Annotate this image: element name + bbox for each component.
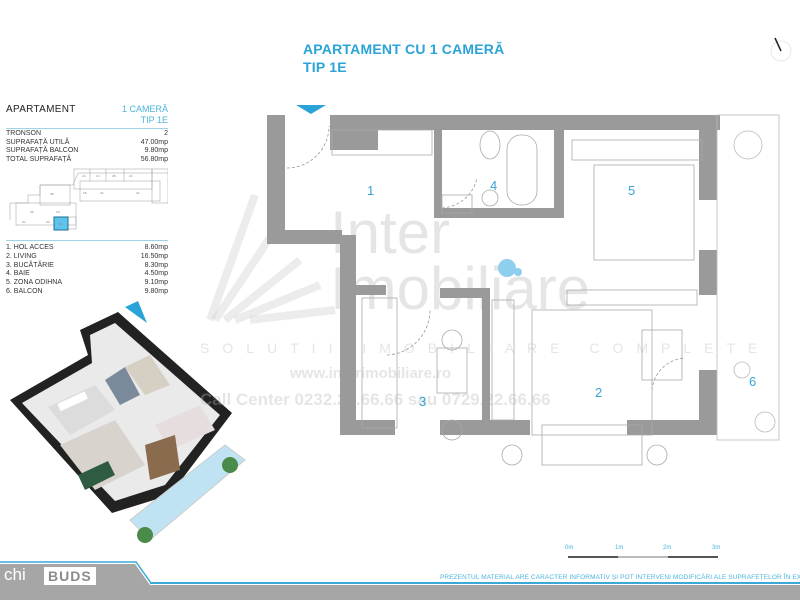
divider (6, 240, 168, 241)
svg-text:2A: 2A (82, 174, 86, 178)
svg-text:2C: 2C (129, 174, 134, 178)
north-arrow-icon (770, 37, 792, 62)
type-line-2: TIP 1E (140, 115, 168, 125)
building-key-plan: 2A 1C 2B 2C 1B 3A 3A 3B 2E 1D 3C 2D 1E (9, 168, 168, 231)
logo-prefix: chi (4, 565, 26, 584)
svg-text:2D: 2D (46, 220, 51, 224)
room-label-6: 6 (749, 374, 756, 389)
room-label-1: 1 (367, 183, 374, 198)
svg-text:3A: 3A (136, 191, 140, 195)
svg-text:1B: 1B (83, 191, 87, 195)
scale-bar: 0m 1m 2m 3m (560, 545, 740, 565)
room-label-4: 4 (490, 178, 497, 193)
svg-text:1E: 1E (59, 222, 63, 226)
svg-text:1D: 1D (56, 210, 61, 214)
logo-brand: BUDS (44, 567, 96, 585)
watermark-website: www.interimobiliare.ro (290, 365, 452, 382)
apartment-3d-render (10, 301, 246, 543)
watermark-phone: Call Center 0232.22.66.66 sau 0729.22.66… (200, 390, 551, 409)
svg-text:2E: 2E (30, 210, 34, 214)
plan-title: APARTAMENT CU 1 CAMERĂ TIP 1E (303, 40, 504, 76)
svg-text:1C: 1C (96, 174, 101, 178)
svg-text:3C: 3C (22, 220, 27, 224)
entry-marker-icon (296, 105, 326, 114)
floor-plan: 1 4 5 3 2 6 (267, 105, 780, 466)
disclaimer-text: PREZENTUL MATERIAL ARE CARACTER INFORMAT… (440, 574, 800, 581)
footer-accent-line (150, 582, 800, 584)
title-line-1: APARTAMENT CU 1 CAMERĂ (303, 41, 505, 57)
watermark-logo-icon (206, 193, 336, 324)
svg-text:3B: 3B (50, 192, 54, 196)
footer-bar (0, 585, 800, 600)
room-label-5: 5 (628, 183, 635, 198)
svg-text:3A: 3A (100, 191, 104, 195)
apartment-type: 1 CAMERĂ TIP 1E (122, 104, 168, 126)
room-label-2: 2 (595, 385, 602, 400)
room-label-3: 3 (419, 394, 426, 409)
type-line-1: 1 CAMERĂ (121, 104, 168, 114)
watermark-tagline: SOLUTII IMOBILIARE COMPLETE (200, 340, 771, 356)
person-icon (498, 259, 522, 277)
apartment-label: APARTAMENT (6, 104, 76, 115)
entry-marker-icon (125, 301, 147, 323)
svg-text:2B: 2B (112, 174, 116, 178)
title-line-2: TIP 1E (303, 59, 347, 75)
divider (6, 128, 168, 129)
